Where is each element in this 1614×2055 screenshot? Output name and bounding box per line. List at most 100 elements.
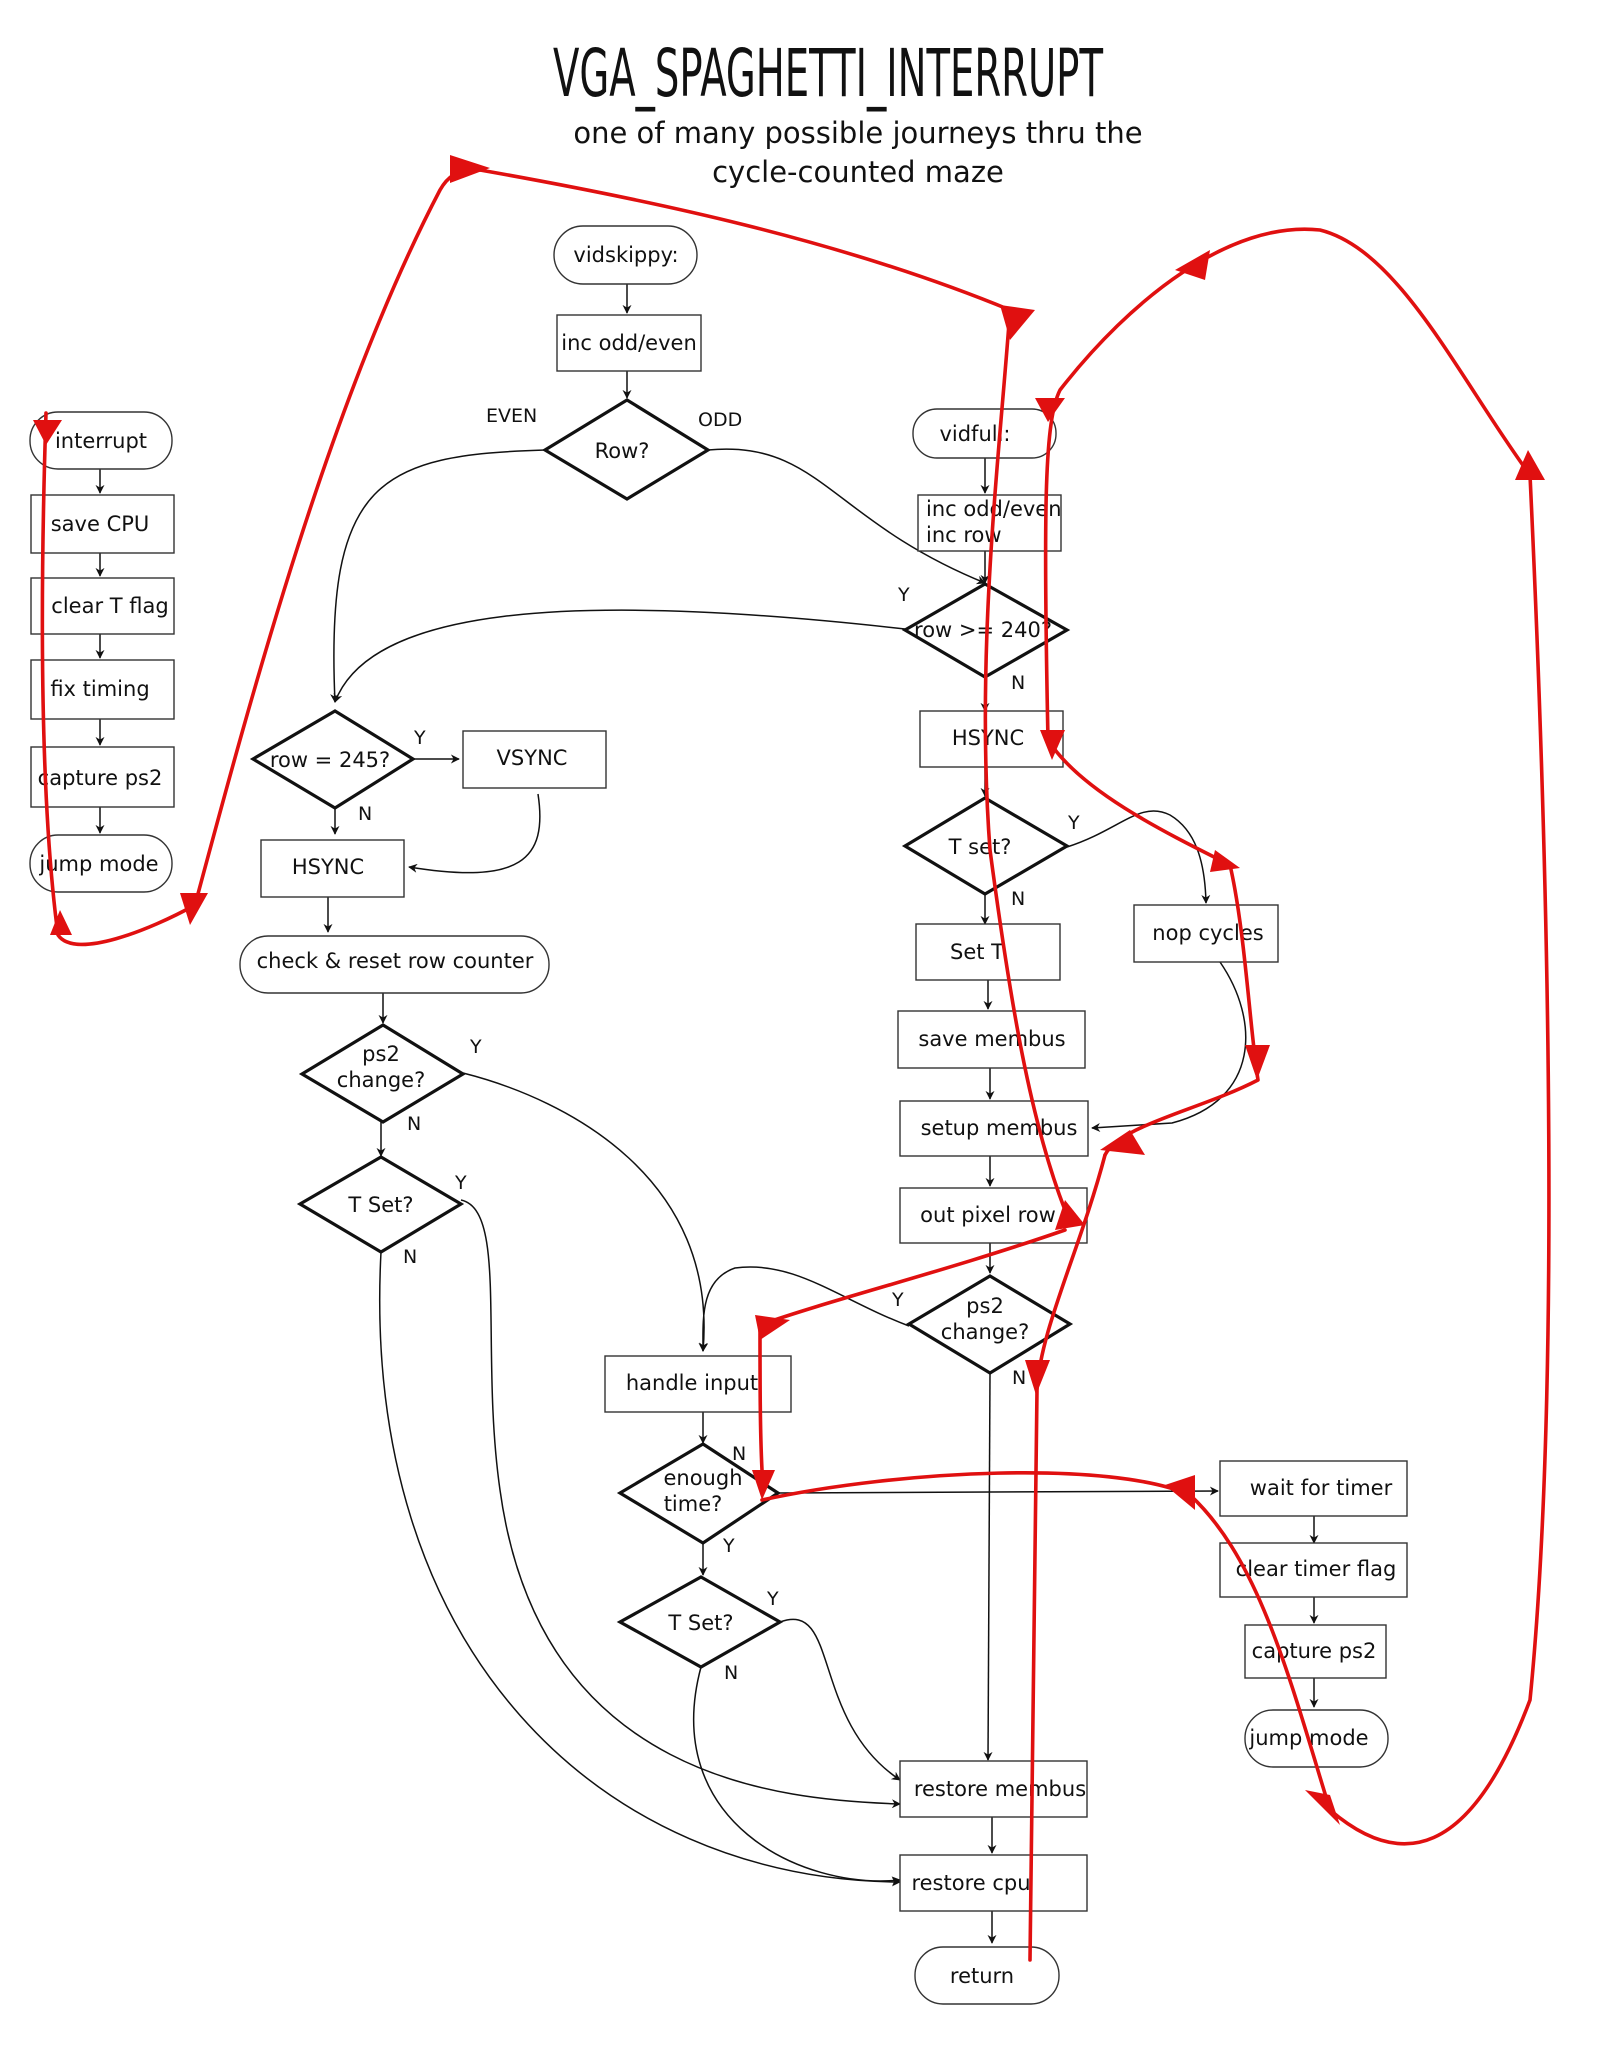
edge-tset-y-restoremembus	[460, 1199, 901, 1809]
edge-row-even	[330, 449, 546, 703]
node-row-question: Row?	[541, 398, 712, 501]
red-arrowhead-16	[1515, 450, 1545, 480]
node-ps2-change-left: ps2 change?	[298, 1023, 467, 1124]
label-odd: ODD	[698, 409, 742, 431]
diagram-subtitle-line-1: one of many possible journeys thru the	[573, 116, 1142, 150]
edge-ps2right-n-restore	[983, 1373, 993, 1761]
t-set-right-label: T set?	[948, 835, 1012, 859]
node-clear-timer-flag: clear timer flag	[1219, 1542, 1408, 1598]
node-t-set-right: T set?	[901, 796, 1071, 896]
t-set-bottom-label: T Set?	[667, 1611, 733, 1635]
node-ps2-change-right: ps2 change?	[905, 1274, 1074, 1375]
red-segment-climb	[193, 167, 482, 907]
save-cpu-label: save CPU	[51, 512, 150, 536]
red-arrowhead-8	[1210, 850, 1240, 872]
diagram-title: VGA_SPAGHETTI_INTERRUPT	[553, 35, 1103, 112]
interrupt-label: interrupt	[55, 429, 147, 453]
node-jump-mode-left: jump mode	[29, 834, 173, 893]
fix-timing-label: fix timing	[50, 677, 149, 701]
label-y-enough: Y	[722, 1535, 735, 1557]
vidskippy-label: vidskippy:	[573, 243, 678, 267]
edge-row-odd	[707, 448, 986, 585]
check-reset-label: check & reset row counter	[257, 949, 534, 973]
label-n-tset-left: N	[403, 1246, 417, 1268]
row-240-label: row >= 240?	[914, 618, 1052, 642]
node-capture-ps2-right: capture ps2	[1244, 1624, 1387, 1679]
red-segment-top	[478, 168, 1012, 312]
node-t-set-left: T Set?	[296, 1155, 465, 1254]
restore-cpu-label: restore cpu	[911, 1871, 1030, 1895]
red-arrowhead-13	[752, 1470, 775, 1500]
label-even: EVEN	[486, 405, 537, 427]
node-set-t: Set T	[915, 923, 1061, 981]
edge-tsetbottom-n-restorecpu	[693, 1666, 901, 1886]
red-arrowhead-10	[1100, 1130, 1145, 1155]
wait-for-timer-label: wait for timer	[1250, 1476, 1393, 1500]
jump-mode-left-label: jump mode	[38, 852, 158, 876]
label-y-ps2-right: Y	[891, 1289, 904, 1311]
ps2-change-left-line2: change?	[337, 1068, 425, 1092]
label-y-row240: Y	[897, 584, 910, 606]
label-n-row240: N	[1011, 672, 1025, 694]
node-capture-ps2-left: capture ps2	[30, 746, 175, 808]
red-segment-to-handle	[758, 1228, 1067, 1327]
label-y-tset-left: Y	[454, 1172, 467, 1194]
node-restore-cpu: restore cpu	[899, 1854, 1088, 1912]
red-segment-to-return	[1028, 1153, 1107, 1962]
red-arrowhead-2	[50, 910, 72, 935]
ps2-change-right-line1: ps2	[966, 1294, 1004, 1318]
edge-tset-y-nop	[1066, 810, 1211, 904]
t-set-left-label: T Set?	[347, 1193, 413, 1217]
red-arrowhead-5	[1000, 305, 1035, 340]
label-n-tset-right: N	[1011, 888, 1025, 910]
clear-timer-flag-label: clear timer flag	[1236, 1557, 1397, 1581]
node-restore-membus: restore membus	[899, 1760, 1088, 1818]
red-arrowhead-7	[1040, 730, 1065, 760]
node-interrupt: interrupt	[29, 411, 173, 470]
edge-ps2-y-handle	[462, 1072, 709, 1352]
label-y-ps2-left: Y	[469, 1036, 482, 1058]
red-arrowhead-12	[755, 1315, 790, 1340]
node-vsync: VSYNC	[462, 730, 607, 789]
hsync-right-label: HSYNC	[952, 726, 1024, 750]
red-arrowhead-4	[450, 155, 490, 183]
out-pixel-row-label: out pixel row	[920, 1203, 1056, 1227]
node-vidfull: vidfull:	[912, 408, 1057, 459]
edge-tsetbottom-y-restoremembus	[779, 1618, 901, 1781]
node-out-pixel-row: out pixel row	[899, 1187, 1088, 1244]
enough-time-line1: enough	[663, 1466, 742, 1490]
node-return: return	[914, 1946, 1060, 2005]
ps2-change-left-line1: ps2	[362, 1042, 400, 1066]
red-arrowhead-9	[1245, 1045, 1270, 1080]
node-row-245: row = 245?	[249, 709, 417, 810]
handle-input-label: handle input	[626, 1371, 758, 1395]
red-segment-right-loop	[1328, 473, 1551, 1846]
red-arrowhead-1	[33, 420, 62, 445]
inc-odd-even-full-line2: inc row	[926, 523, 1002, 547]
node-inc-odd-even-skip: inc odd/even	[556, 314, 702, 372]
red-segment-vidfull-down	[1046, 738, 1260, 1157]
row-question-label: Row?	[595, 439, 650, 463]
restore-membus-label: restore membus	[914, 1777, 1086, 1801]
capture-ps2-right-label: capture ps2	[1252, 1639, 1377, 1663]
edge-enough-n-wait	[777, 1486, 1219, 1496]
red-segment-top-right	[1043, 227, 1532, 742]
clear-t-flag-label: clear T flag	[51, 594, 168, 618]
node-save-membus: save membus	[897, 1010, 1086, 1069]
node-vidskippy: vidskippy:	[553, 225, 698, 285]
row-245-label: row = 245?	[270, 748, 390, 772]
ps2-change-right-line2: change?	[941, 1320, 1029, 1344]
node-hsync-right: HSYNC	[919, 710, 1064, 768]
node-setup-membus: setup membus	[899, 1100, 1089, 1157]
vsync-label: VSYNC	[497, 746, 568, 770]
capture-ps2-left-label: capture ps2	[38, 766, 163, 790]
edge-vsync-hsync	[408, 793, 541, 874]
node-fix-timing: fix timing	[30, 659, 175, 720]
label-n-enough: N	[732, 1443, 746, 1465]
node-handle-input: handle input	[604, 1355, 792, 1413]
red-segment-down	[983, 308, 1067, 1212]
label-n-ps2-right: N	[1012, 1367, 1026, 1389]
enough-time-line2: time?	[664, 1492, 723, 1516]
